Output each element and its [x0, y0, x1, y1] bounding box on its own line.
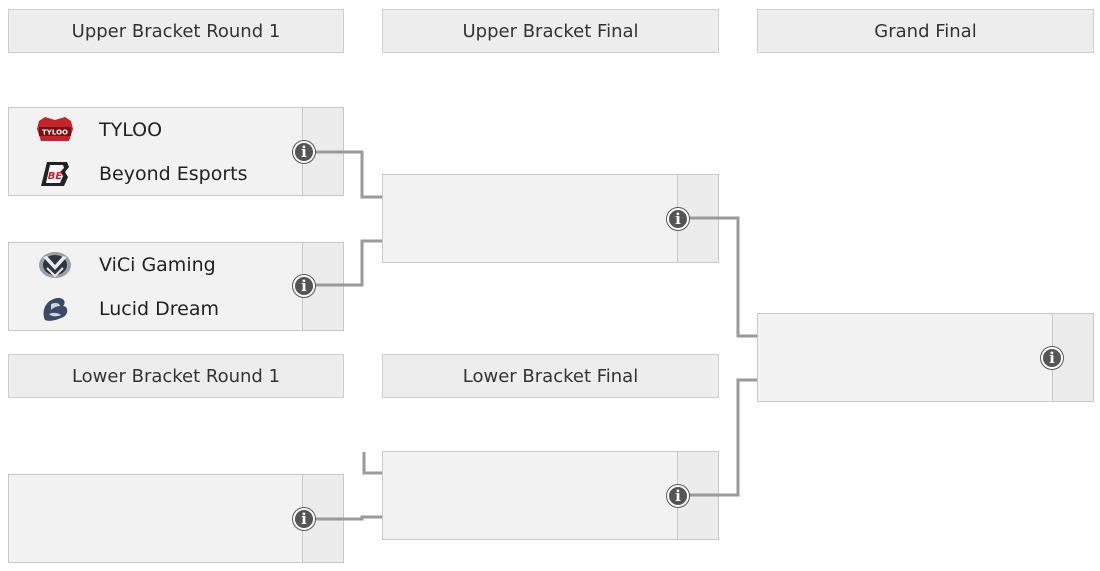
connector-lb-drop: [362, 452, 382, 475]
beyond-esports-logo: BE: [33, 159, 77, 189]
match-lb-r1[interactable]: [8, 474, 344, 563]
match-slot-team1[interactable]: ViCi Gaming: [9, 243, 302, 288]
tyloo-logo: TYLOO: [33, 115, 77, 145]
match-slot-team2[interactable]: [383, 496, 677, 539]
match-grand-final[interactable]: [757, 313, 1094, 402]
match-slot-team2[interactable]: Lucid Dream: [9, 287, 302, 330]
team-name: Beyond Esports: [99, 162, 248, 185]
svg-text:BE: BE: [48, 171, 63, 182]
vici-gaming-logo: [33, 250, 77, 280]
round-header-grand-final: Grand Final: [757, 9, 1094, 53]
match-slot-team2[interactable]: [758, 358, 1052, 401]
match-slot-team1[interactable]: [383, 452, 677, 497]
match-info-icon[interactable]: i: [667, 485, 689, 507]
round-header-lower-r1: Lower Bracket Round 1: [8, 354, 344, 398]
team-name: TYLOO: [99, 119, 163, 141]
match-info-icon[interactable]: i: [1041, 347, 1063, 369]
match-info-icon[interactable]: i: [293, 508, 315, 530]
match-info-icon[interactable]: i: [293, 275, 315, 297]
round-header-upper-r1: Upper Bracket Round 1: [8, 9, 344, 53]
match-slot-team1[interactable]: [9, 475, 302, 520]
match-slot-team2[interactable]: [9, 519, 302, 562]
match-ub-final[interactable]: [382, 174, 719, 263]
match-slot-team1[interactable]: [758, 314, 1052, 359]
round-header-upper-final: Upper Bracket Final: [382, 9, 719, 53]
lucid-dream-logo: [33, 294, 77, 324]
match-info-icon[interactable]: i: [667, 208, 689, 230]
match-ub-r1-2[interactable]: ViCi Gaming Lucid Dream: [8, 242, 344, 331]
round-header-lower-final: Lower Bracket Final: [382, 354, 719, 398]
team-name: ViCi Gaming: [99, 254, 216, 276]
svg-text:TYLOO: TYLOO: [42, 129, 68, 137]
match-slot-team1[interactable]: TYLOO TYLOO: [9, 108, 302, 153]
match-slot-team1[interactable]: [383, 175, 677, 220]
match-slot-team2[interactable]: BE Beyond Esports: [9, 152, 302, 195]
team-name: Lucid Dream: [99, 297, 219, 320]
match-info-icon[interactable]: i: [293, 141, 315, 163]
match-slot-team2[interactable]: [383, 219, 677, 262]
